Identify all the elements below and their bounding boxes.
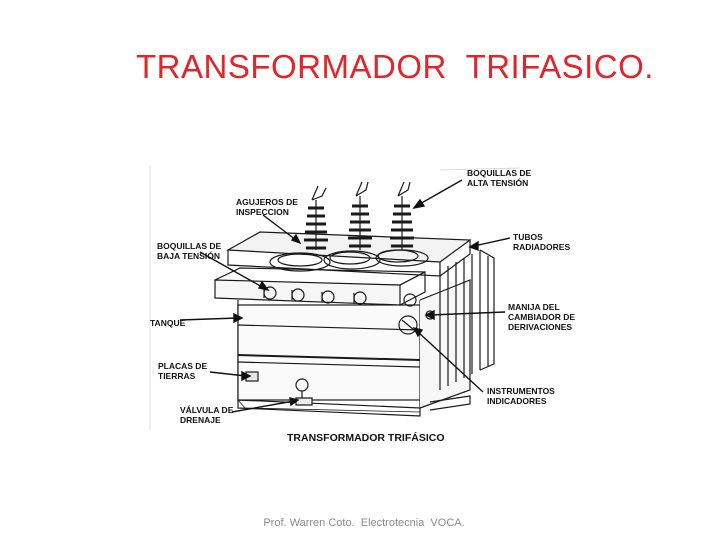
slide-footer: Prof. Warren Coto. Electrotecnia VOCA. — [263, 517, 465, 529]
label-tank: TANQUE — [150, 318, 186, 328]
label-inspection-holes: AGUJEROS DE INSPECCION — [236, 197, 298, 217]
label-high-voltage-bushings: BOQUILLAS DE ALTA TENSIÓN — [467, 168, 532, 188]
label-indicator-instruments: INSTRUMENTOS INDICADORES — [487, 386, 555, 406]
label-tap-changer-handle: MANIJA DEL CAMBIADOR DE DERIVACIONES — [508, 302, 576, 332]
slide-title: TRANSFORMADOR TRIFASICO. — [136, 48, 654, 85]
label-radiator-tubes: TUBOS RADIADORES — [513, 232, 571, 252]
figure-caption: TRANSFORMADOR TRIFÁSICO — [287, 432, 445, 444]
label-drain-valve: VÁLVULA DE DRENAJE — [180, 405, 234, 425]
label-low-voltage-bushings: BOQUILLAS DE BAJA TENSIÓN — [157, 241, 222, 261]
label-ground-plates: PLACAS DE TIERRAS — [158, 361, 208, 381]
